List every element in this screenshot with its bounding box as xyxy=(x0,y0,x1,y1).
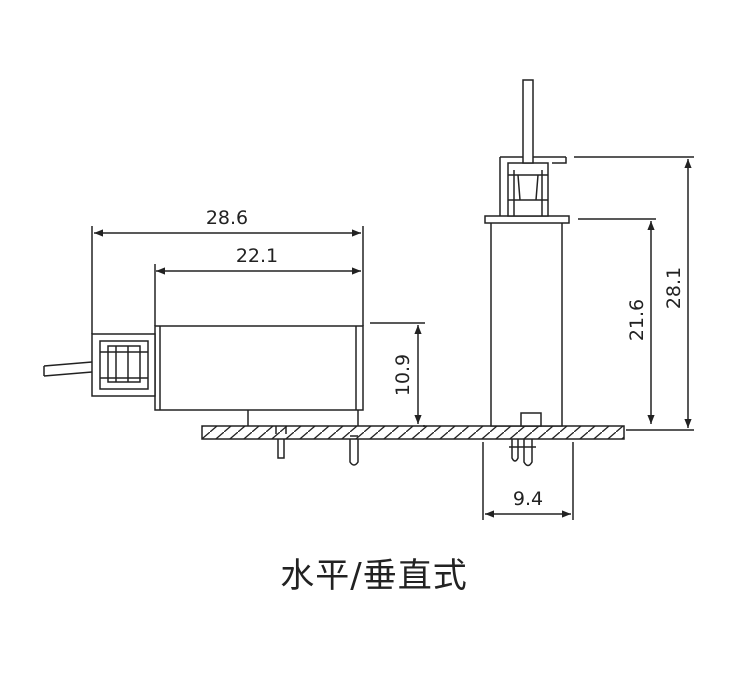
vertical-device xyxy=(484,79,570,467)
label-body-length: 22.1 xyxy=(236,245,278,267)
dimension-body-length xyxy=(154,264,361,326)
label-vertical-body-height: 21.6 xyxy=(626,299,648,341)
dimension-overall-length xyxy=(91,226,364,334)
dimension-horizontal-height xyxy=(370,322,425,427)
label-horizontal-height: 10.9 xyxy=(392,354,414,396)
label-vertical-overall-height: 28.1 xyxy=(663,267,685,309)
dimension-vertical-overall-height xyxy=(574,156,694,431)
dimension-vertical-width xyxy=(482,442,574,520)
horizontal-device xyxy=(43,325,364,466)
label-overall-length: 28.6 xyxy=(206,207,248,229)
diagram-caption: 水平/垂直式 xyxy=(280,556,468,596)
label-vertical-width: 9.4 xyxy=(513,488,543,510)
dimension-vertical-body-height xyxy=(578,218,656,424)
pcb-board xyxy=(201,425,625,440)
